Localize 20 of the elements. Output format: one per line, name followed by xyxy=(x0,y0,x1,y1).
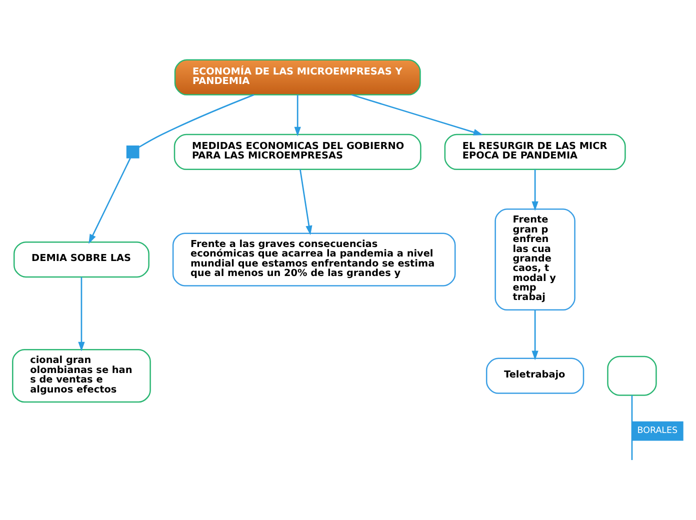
arrow xyxy=(300,168,312,235)
node-box xyxy=(607,355,657,396)
connector xyxy=(631,394,633,460)
arrow xyxy=(78,276,85,351)
node-box: DEMIA SOBRE LAS xyxy=(13,240,150,278)
arrow xyxy=(294,94,301,136)
node-box: EL RESURGIR DE LAS MICR EPOCA DE PANDEMIA xyxy=(444,133,626,170)
arrow xyxy=(532,168,538,210)
edge-label: BORALES xyxy=(637,426,678,436)
node-box: cional gran olombianas se han s de ventas e algunos efectos xyxy=(12,348,151,402)
connector xyxy=(138,94,254,148)
arrow xyxy=(532,310,538,360)
arrow xyxy=(88,157,131,244)
node-box xyxy=(126,145,140,158)
node-box: Frente gran p enfren las cua grande caos, t modal y emp trabaj xyxy=(494,208,576,310)
arrow xyxy=(351,94,483,135)
node-box: Frente a las graves consecuencias económicas que acarrea la pandemia a nivel mundial que estamos enfrentando se estima que al menos un 20% de las grandes y xyxy=(172,232,456,286)
node-box: Teletrabajo xyxy=(486,357,584,394)
node-box: ECONOMÍA DE LAS MICROEMPRESAS Y PANDEMIA xyxy=(174,58,421,95)
node-box: MEDIDAS ECONOMICAS DEL GOBIERNO PARA LAS MICROEMPRESAS xyxy=(174,133,422,170)
